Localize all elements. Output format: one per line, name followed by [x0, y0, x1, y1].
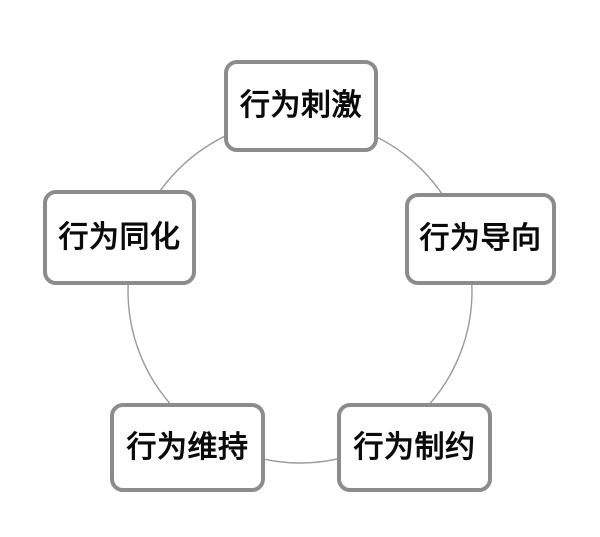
cycle-node-label: 行为刺激	[240, 89, 362, 122]
cycle-node-behavior-guidance[interactable]: 行为导向	[405, 193, 556, 285]
cycle-node-label: 行为制约	[353, 430, 476, 464]
cycle-node-behavior-assimilation[interactable]: 行为同化	[43, 190, 196, 285]
cycle-node-behavior-stimulus[interactable]: 行为刺激	[224, 60, 378, 152]
cycle-node-behavior-maintenance[interactable]: 行为维持	[110, 403, 265, 492]
cycle-node-behavior-restriction[interactable]: 行为制约	[337, 403, 492, 492]
cycle-node-label: 行为导向	[419, 222, 542, 255]
cycle-node-label: 行为同化	[58, 220, 181, 254]
cycle-node-label: 行为维持	[126, 430, 249, 464]
